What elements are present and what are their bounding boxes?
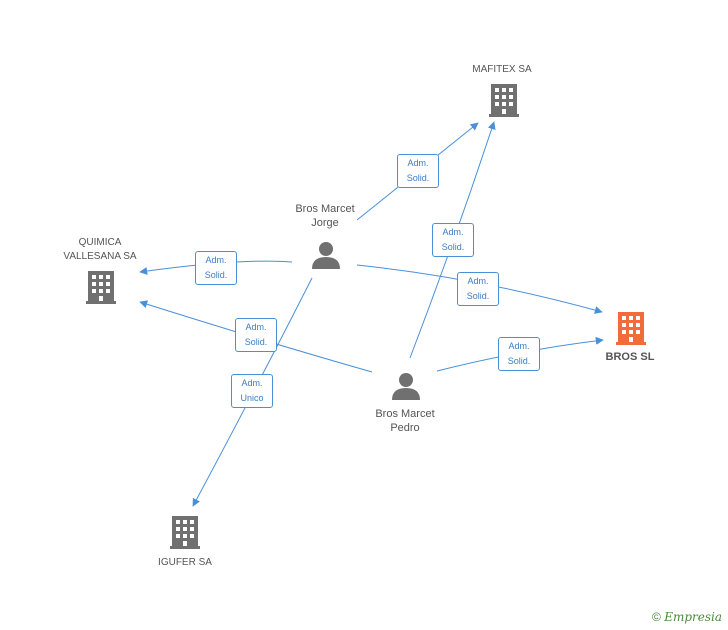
- footer-credit: © Empresia: [652, 610, 722, 624]
- role-badge-line: Adm.: [205, 255, 227, 265]
- role-badge-line: Solid.: [204, 270, 228, 280]
- building-icon: [489, 84, 519, 117]
- role-badge-line: Solid.: [406, 173, 430, 183]
- person-label-pedro[interactable]: Bros Marcet Pedro: [350, 407, 460, 435]
- role-badge-line: Adm.: [407, 158, 429, 168]
- role-badge-line: Solid.: [441, 242, 465, 252]
- person-label-line: Bros Marcet: [375, 408, 435, 420]
- role-badge-line: Adm.: [442, 227, 464, 237]
- copyright-icon: ©: [652, 610, 661, 624]
- person-label-line: Jorge: [311, 217, 339, 229]
- role-badge-pedro-quimica[interactable]: Adm. Solid.: [235, 318, 277, 352]
- role-badge-line: Solid.: [466, 291, 490, 301]
- person-icon: [312, 242, 340, 269]
- role-badge-line: Solid.: [244, 337, 268, 347]
- role-badge-line: Adm.: [241, 378, 263, 388]
- role-badge-line: Solid.: [507, 356, 531, 366]
- company-label-quimica[interactable]: QUIMICA VALLESANA SA: [45, 236, 155, 264]
- role-badge-pedro-bros[interactable]: Adm. Solid.: [498, 337, 540, 371]
- company-label-line: QUIMICA: [78, 237, 122, 248]
- building-icon-focus: [616, 312, 646, 345]
- role-badge-jorge-mafitex[interactable]: Adm. Solid.: [397, 154, 439, 188]
- person-icon: [392, 373, 420, 400]
- company-label-mafitex[interactable]: MAFITEX SA: [472, 64, 532, 75]
- building-icon: [86, 271, 116, 304]
- brand-logo[interactable]: Empresia: [664, 610, 722, 624]
- person-label-jorge[interactable]: Bros Marcet Jorge: [270, 202, 380, 230]
- role-badge-jorge-igufer[interactable]: Adm. Unico: [231, 374, 273, 408]
- building-icon: [170, 516, 200, 549]
- role-badge-line: Adm.: [508, 341, 530, 351]
- role-badge-line: Adm.: [467, 276, 489, 286]
- role-badge-pedro-mafitex[interactable]: Adm. Solid.: [432, 223, 474, 257]
- company-label-igufer[interactable]: IGUFER SA: [158, 557, 212, 568]
- role-badge-jorge-quimica[interactable]: Adm. Solid.: [195, 251, 237, 285]
- person-label-line: Pedro: [390, 422, 420, 434]
- role-badge-jorge-bros[interactable]: Adm. Solid.: [457, 272, 499, 306]
- role-badge-line: Unico: [240, 393, 264, 403]
- company-label-bros[interactable]: BROS SL: [605, 351, 655, 363]
- role-badge-line: Adm.: [245, 322, 267, 332]
- company-label-line: VALLESANA SA: [63, 251, 137, 262]
- person-label-line: Bros Marcet: [295, 203, 355, 215]
